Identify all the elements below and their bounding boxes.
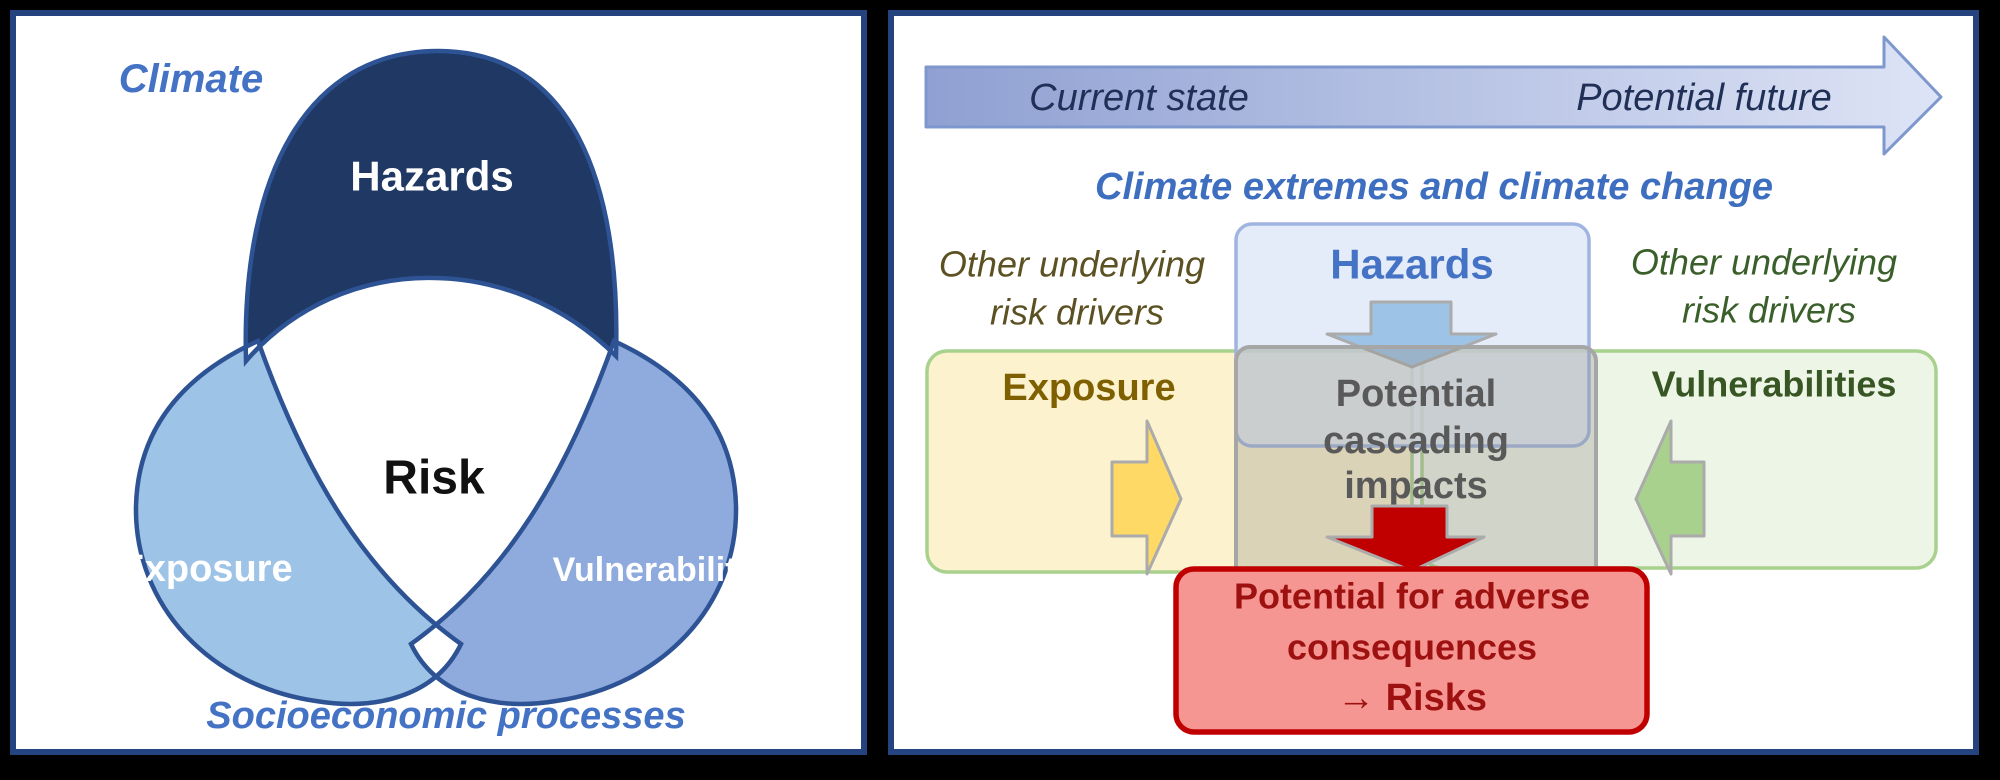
risks-line1: Potential for adverse [1234,576,1590,617]
exposure-box-label: Exposure [1002,367,1175,409]
cascading-line3: impacts [1344,465,1488,507]
risks-line3: → Risks [1337,677,1487,719]
impacts-down-arrow [1325,504,1486,573]
risks-box [1173,566,1650,735]
right-risk-drivers-line2: risk drivers [1682,290,1856,331]
vulnerabilities-box-label: Vulnerabilities [1652,364,1897,405]
timeline-arrow [924,35,1943,156]
hazards-label: Hazards [350,153,513,200]
vulnerability-label: Vulnerability [553,551,756,589]
vulnerabilities-left-arrow [1634,419,1706,576]
risk-flow-panel: Current state Potential future Climate e… [888,10,1979,755]
right-risk-drivers-line1: Other underlying [1631,242,1897,283]
risk-label: Risk [383,452,485,505]
climate-extremes-subtitle: Climate extremes and climate change [1095,166,1773,208]
hazards-down-arrow [1325,300,1498,369]
current-state-label: Current state [1029,77,1249,119]
socioeconomic-caption: Socioeconomic processes [206,695,685,737]
risks-line2: consequences [1287,627,1537,668]
risk-venn-panel: Climate Hazards Risk Exposure Vulnerabil… [10,10,867,755]
risk-venn-diagram: Climate Hazards Risk Exposure Vulnerabil… [119,16,756,737]
hazards-box-label: Hazards [1330,241,1493,288]
left-risk-drivers-line2: risk drivers [990,292,1164,333]
climate-caption: Climate [119,57,264,101]
cascading-line1: Potential [1336,373,1496,415]
potential-future-label: Potential future [1576,77,1832,119]
exposure-label: Exposure [119,548,292,590]
exposure-right-arrow [1110,419,1183,576]
cascading-line2: cascading [1323,420,1509,462]
left-risk-drivers-line1: Other underlying [939,244,1205,285]
risk-flow-diagram: Current state Potential future Climate e… [924,35,1943,735]
